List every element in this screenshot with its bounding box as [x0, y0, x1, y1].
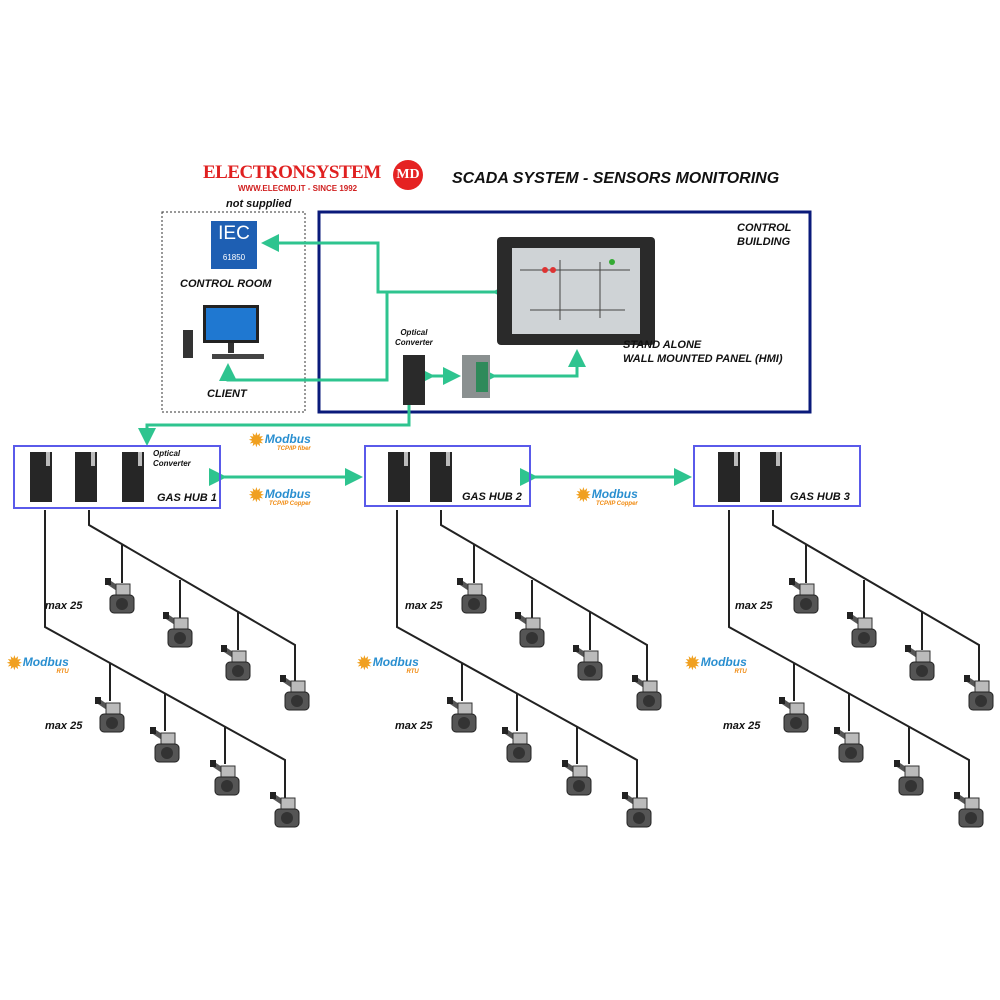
iec-61850-icon: IEC 61850	[211, 221, 257, 269]
gas-hub-3-label: GAS HUB 3	[790, 491, 850, 503]
gas-sensor-icon	[954, 792, 984, 828]
gas-hub-2-label: GAS HUB 2	[462, 491, 522, 503]
hmi-panel	[497, 237, 655, 345]
modbus-gear-icon: ✹	[6, 653, 23, 675]
gas-sensor-icon	[789, 578, 819, 614]
gas-sensor-icon	[163, 612, 193, 648]
gas-sensor-icon	[847, 612, 877, 648]
gas-hub-module	[718, 452, 740, 502]
gas-hub-module	[760, 452, 782, 502]
gas-hub-1-label: GAS HUB 1	[157, 492, 217, 504]
gas-sensor-icon	[221, 645, 251, 681]
gas-hub-1-box	[13, 445, 221, 509]
link-switch-hmi	[479, 349, 586, 385]
gas-sensor-icon	[964, 675, 994, 711]
network-switch-device	[462, 355, 490, 398]
gas-sensor-icon	[562, 760, 592, 796]
rtu-bus-line	[772, 510, 980, 685]
gas-sensor-icon	[210, 760, 240, 796]
gas-sensor-icon	[894, 760, 924, 796]
gas-sensor-icon	[502, 727, 532, 763]
max-sensors-label: max 25	[45, 720, 83, 732]
modbus-gear-icon: ✹	[248, 485, 265, 507]
gas-hub-module	[30, 452, 52, 502]
optical-converter-device	[403, 355, 425, 405]
link-iec	[261, 234, 510, 301]
max-sensors-label: max 25	[45, 600, 83, 612]
max-sensors-label: max 25	[395, 720, 433, 732]
modbus-gear-icon: ✹	[248, 430, 265, 452]
max-sensors-label: max 25	[735, 600, 773, 612]
gas-sensor-icon	[622, 792, 652, 828]
logo-badge: MD	[393, 160, 423, 190]
gas-hub-module	[430, 452, 452, 502]
rtu-bus-line	[88, 510, 296, 685]
control-room-box	[161, 211, 306, 413]
modbus-gear-icon: ✹	[575, 485, 592, 507]
page-title: SCADA SYSTEM - SENSORS MONITORING	[452, 170, 780, 187]
max-sensors-label: max 25	[405, 600, 443, 612]
gas-sensor-icon	[515, 612, 545, 648]
gas-sensor-icon	[632, 675, 662, 711]
gas-hub-3-box	[693, 445, 861, 507]
control-building-box	[317, 210, 812, 414]
gas-hub-module	[388, 452, 410, 502]
gas-sensor-icon	[457, 578, 487, 614]
gas-sensor-icon	[270, 792, 300, 828]
client-label: CLIENT	[207, 388, 247, 400]
modbus-gear-icon: ✹	[356, 653, 373, 675]
gas-sensor-icon	[280, 675, 310, 711]
gas-sensor-icon	[150, 727, 180, 763]
max-sensors-label: max 25	[723, 720, 761, 732]
gas-hub-module	[75, 452, 97, 502]
control-room-label: CONTROL ROOM	[180, 278, 272, 290]
link-client	[219, 292, 389, 382]
gas-sensor-icon	[447, 697, 477, 733]
gas-sensor-icon	[834, 727, 864, 763]
gas-hub-2-box	[364, 445, 531, 507]
gas-sensor-icon	[905, 645, 935, 681]
gas-sensor-icon	[95, 697, 125, 733]
company-logo: ELECTRONSYSTEM WWW.ELECMD.IT - SINCE 199…	[203, 162, 381, 193]
gas-sensor-icon	[779, 697, 809, 733]
link-building-hub1	[138, 405, 411, 446]
modbus-gear-icon: ✹	[684, 653, 701, 675]
gas-sensor-icon	[573, 645, 603, 681]
rtu-bus-line	[440, 510, 648, 685]
gas-hub-module	[122, 452, 144, 502]
client-computer-icon	[183, 305, 264, 359]
not-supplied-note: not supplied	[226, 198, 292, 210]
gas-sensor-icon	[105, 578, 135, 614]
